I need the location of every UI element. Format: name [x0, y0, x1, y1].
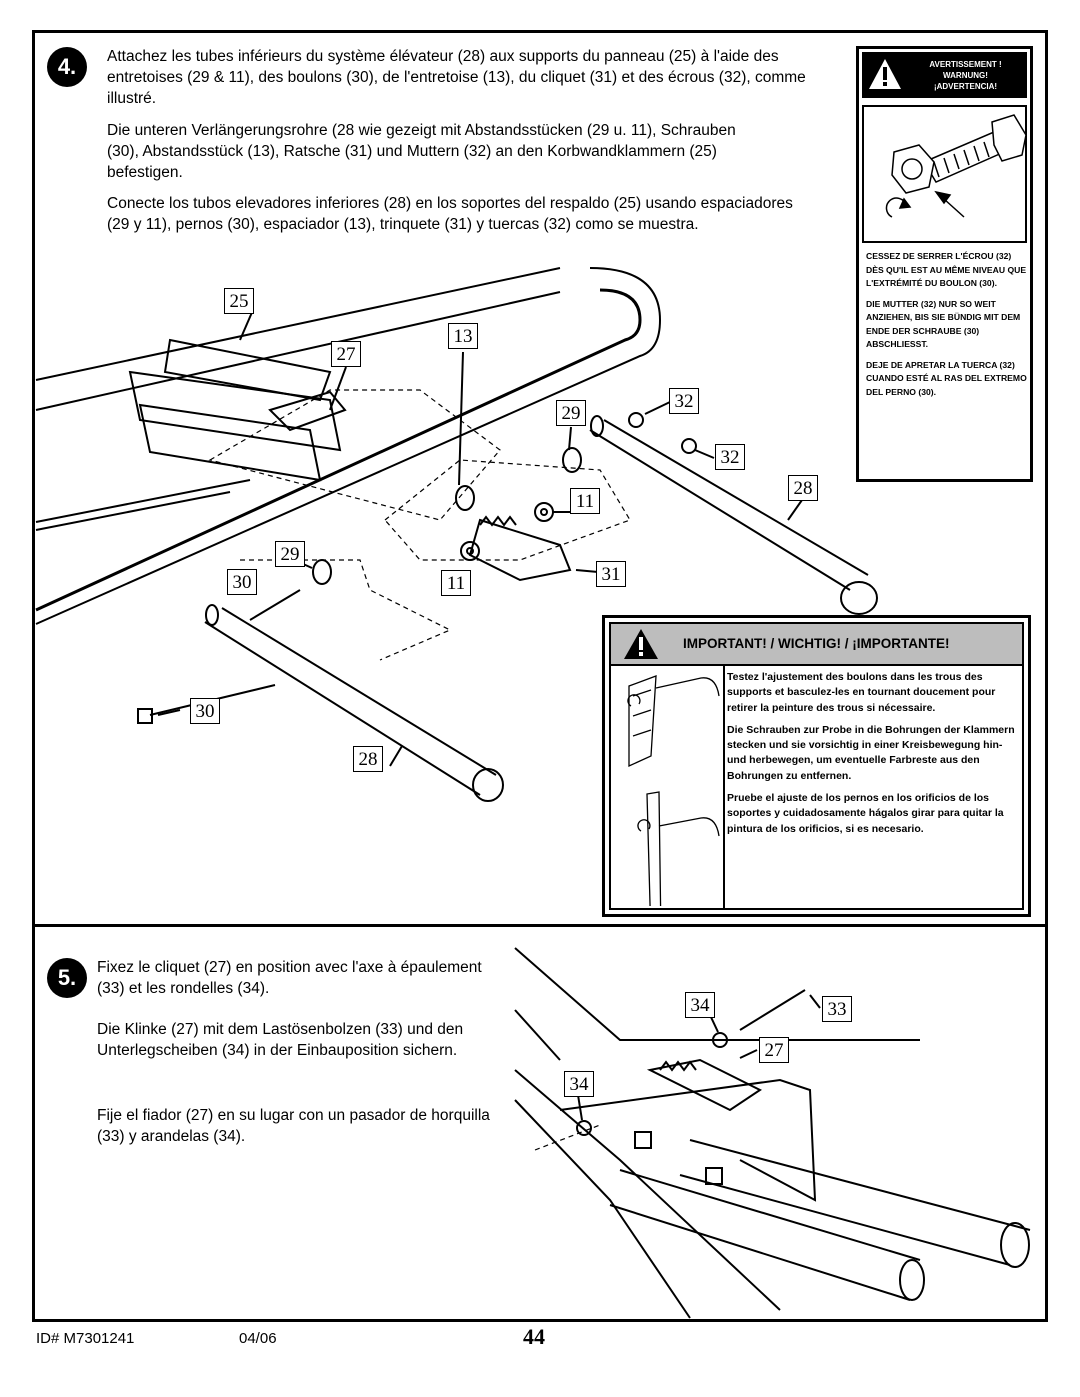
section-divider	[32, 924, 1048, 927]
callout-25: 25	[224, 288, 254, 314]
step-4-text-es: Conecte los tubos elevadores inferiores …	[107, 195, 793, 233]
warning-box: AVERTISSEMENT ! WARNUNG! ¡ADVERTENCIA!	[856, 46, 1033, 482]
step-5-text-fr: Fixez le cliquet (27) en position avec l…	[97, 959, 482, 997]
step-5-text-de: Die Klinke (27) mit dem Lastösenbolzen (…	[97, 1021, 464, 1059]
callout-33: 33	[822, 996, 852, 1022]
bolt-nut-illustration	[862, 105, 1027, 243]
step-5-text-es: Fije el fiador (27) en su lugar con un p…	[97, 1107, 490, 1145]
page-frame	[32, 30, 1048, 1322]
callout-34-bottom: 34	[564, 1071, 594, 1097]
document-date: 04/06	[239, 1330, 277, 1347]
callout-31: 31	[596, 561, 626, 587]
warning-text-de: DIE MUTTER (32) NUR SO WEIT ANZIEHEN, BI…	[866, 298, 1021, 350]
important-box: IMPORTANT! / WICHTIG! / ¡IMPORTANTE! Tes…	[602, 615, 1031, 941]
callout-30-bottom: 30	[190, 698, 220, 724]
callout-11-right: 11	[570, 488, 600, 514]
warning-triangle-icon	[869, 59, 901, 89]
callout-27: 27	[331, 341, 361, 367]
callout-11-left: 11	[441, 570, 471, 596]
warning-label-es: ¡ADVERTENCIA!	[933, 82, 998, 91]
callout-28-right: 28	[788, 475, 818, 501]
step-4-text-de: Die unteren Verlängerungsrohre (28 wie g…	[107, 122, 736, 181]
important-text-es: Pruebe el ajuste de los pernos en los or…	[727, 792, 1004, 835]
document-id: ID# M7301241	[36, 1330, 135, 1347]
callout-30-top: 30	[227, 569, 257, 595]
step-5-number: 5.	[47, 958, 87, 998]
warning-triangle-icon	[624, 629, 658, 659]
important-title: IMPORTANT! / WICHTIG! / ¡IMPORTANTE!	[683, 636, 950, 651]
warning-label-de: WARNUNG!	[943, 71, 988, 80]
warning-text-es: DEJE DE APRETAR LA TUERCA (32) CUANDO ES…	[866, 359, 1027, 397]
warning-label-fr: AVERTISSEMENT !	[929, 60, 1002, 69]
callout-28-left: 28	[353, 746, 383, 772]
warning-text-fr: CESSEZ DE SERRER L'ÉCROU (32) DÈS QU'IL …	[866, 251, 1027, 288]
callout-27-step5: 27	[759, 1037, 789, 1063]
callout-13: 13	[448, 323, 478, 349]
callout-32-top: 32	[669, 388, 699, 414]
important-text-fr: Testez l'ajustement des boulons dans les…	[727, 671, 996, 714]
callout-29-right: 29	[556, 400, 586, 426]
callout-34-top: 34	[685, 992, 715, 1018]
important-text: Testez l'ajustement des boulons dans les…	[727, 670, 1023, 844]
warning-text: CESSEZ DE SERRER L'ÉCROU (32) DÈS QU'IL …	[866, 250, 1028, 406]
warning-header: AVERTISSEMENT ! WARNUNG! ¡ADVERTENCIA!	[862, 52, 1027, 98]
step-4-text-fr: Attachez les tubes inférieurs du système…	[107, 48, 806, 107]
callout-32-bottom: 32	[715, 444, 745, 470]
important-illustration	[611, 666, 725, 941]
important-text-de: Die Schrauben zur Probe in die Bohrungen…	[727, 723, 1015, 782]
page-number: 44	[523, 1324, 545, 1349]
step-4-number: 4.	[47, 47, 87, 87]
callout-29-left: 29	[275, 541, 305, 567]
important-header: IMPORTANT! / WICHTIG! / ¡IMPORTANTE!	[611, 624, 1022, 666]
